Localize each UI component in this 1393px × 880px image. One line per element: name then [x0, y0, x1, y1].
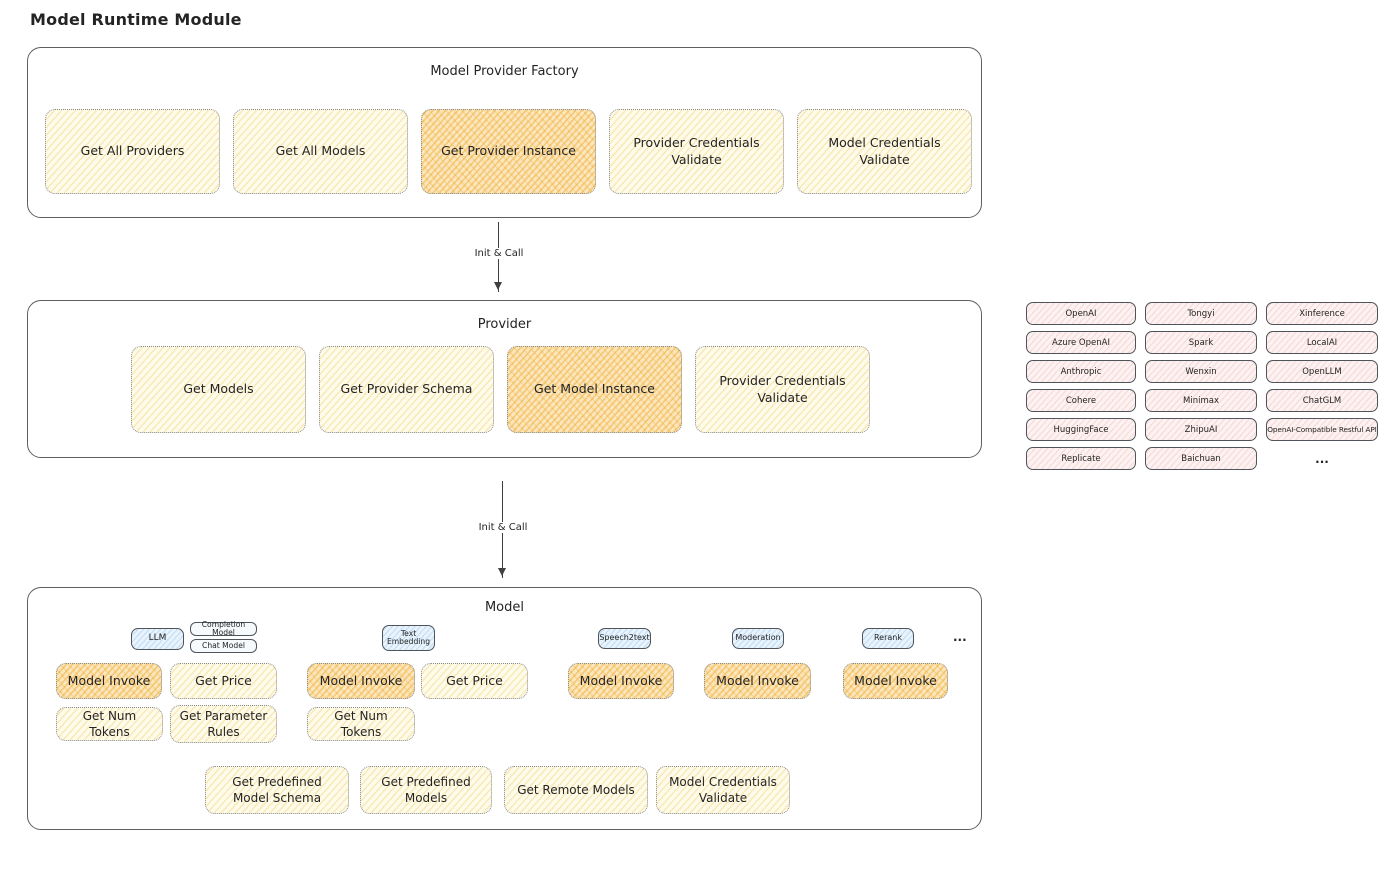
provider-item-xinference: Xinference	[1266, 302, 1378, 325]
page-title: Model Runtime Module	[30, 10, 242, 29]
provider-item-zhipuai: ZhipuAI	[1145, 418, 1257, 441]
model-tags-more-ellipsis: ...	[953, 630, 967, 644]
factory-box: Model Provider Factory Get All Providers…	[27, 47, 982, 218]
arrow-provider-to-model: Init & Call	[474, 481, 532, 578]
providers-more-ellipsis: ...	[1315, 451, 1329, 466]
factory-button-row: Get All Providers Get All Models Get Pro…	[45, 109, 972, 194]
provider-item-spark: Spark	[1145, 331, 1257, 354]
provider-item-openllm: OpenLLM	[1266, 360, 1378, 383]
node-s2t-model-invoke: Model Invoke	[568, 663, 674, 699]
tag-text-embedding: Text Embedding	[382, 625, 435, 651]
node-llm-get-num-tokens: Get Num Tokens	[56, 707, 163, 741]
node-llm-get-price: Get Price	[170, 663, 277, 699]
provider-item-openai-compatible: OpenAI-Compatible Restful API	[1266, 418, 1378, 441]
providers-grid: OpenAI Tongyi Xinference Azure OpenAI Sp…	[1026, 302, 1378, 470]
model-box: Model LLM Completion Model Chat Model Te…	[27, 587, 996, 844]
node-get-remote-models: Get Remote Models	[504, 766, 648, 814]
provider-item-anthropic: Anthropic	[1026, 360, 1136, 383]
node-te-get-price: Get Price	[421, 663, 528, 699]
tag-llm: LLM	[131, 628, 184, 650]
node-te-model-invoke: Model Invoke	[307, 663, 415, 699]
arrow-label-init-call-2: Init & Call	[474, 522, 532, 533]
node-get-provider-schema: Get Provider Schema	[319, 346, 494, 433]
provider-item-cohere: Cohere	[1026, 389, 1136, 412]
node-get-all-providers: Get All Providers	[45, 109, 220, 194]
node-get-model-instance: Get Model Instance	[507, 346, 682, 433]
provider-item-tongyi: Tongyi	[1145, 302, 1257, 325]
provider-title: Provider	[477, 317, 532, 332]
provider-item-wenxin: Wenxin	[1145, 360, 1257, 383]
tag-completion-model: Completion Model	[190, 620, 257, 637]
model-title: Model	[484, 600, 525, 615]
provider-item-azure-openai: Azure OpenAI	[1026, 331, 1136, 354]
node-moderation-model-invoke: Model Invoke	[704, 663, 811, 699]
provider-button-row: Get Models Get Provider Schema Get Model…	[131, 346, 870, 433]
tag-chat-model: Chat Model	[190, 639, 257, 653]
node-llm-model-invoke: Model Invoke	[56, 663, 162, 699]
tag-rerank: Rerank	[862, 628, 914, 649]
provider-item-openai: OpenAI	[1026, 302, 1136, 325]
factory-title: Model Provider Factory	[430, 64, 579, 79]
provider-item-baichuan: Baichuan	[1145, 447, 1257, 470]
node-model-credentials-validate-2: Model Credentials Validate	[656, 766, 790, 814]
provider-item-replicate: Replicate	[1026, 447, 1136, 470]
node-get-provider-instance: Get Provider Instance	[421, 109, 596, 194]
arrow-factory-to-provider: Init & Call	[470, 222, 528, 292]
provider-box: Provider Get Models Get Provider Schema …	[27, 300, 996, 472]
provider-item-minimax: Minimax	[1145, 389, 1257, 412]
node-get-all-models: Get All Models	[233, 109, 408, 194]
provider-item-chatglm: ChatGLM	[1266, 389, 1378, 412]
tag-speech2text: Speech2text	[598, 628, 651, 649]
node-te-get-num-tokens: Get Num Tokens	[307, 707, 415, 741]
node-rerank-model-invoke: Model Invoke	[843, 663, 948, 699]
node-llm-get-parameter-rules: Get Parameter Rules	[170, 705, 277, 743]
node-provider-credentials-validate: Provider Credentials Validate	[609, 109, 784, 194]
arrow-label-init-call-1: Init & Call	[470, 248, 528, 259]
provider-item-huggingface: HuggingFace	[1026, 418, 1136, 441]
node-provider-credentials-validate-2: Provider Credentials Validate	[695, 346, 870, 433]
tag-moderation: Moderation	[732, 628, 784, 649]
node-get-predefined-models: Get Predefined Models	[360, 766, 492, 814]
provider-item-localai: LocalAI	[1266, 331, 1378, 354]
node-get-predefined-model-schema: Get Predefined Model Schema	[205, 766, 349, 814]
node-get-models: Get Models	[131, 346, 306, 433]
node-model-credentials-validate: Model Credentials Validate	[797, 109, 972, 194]
